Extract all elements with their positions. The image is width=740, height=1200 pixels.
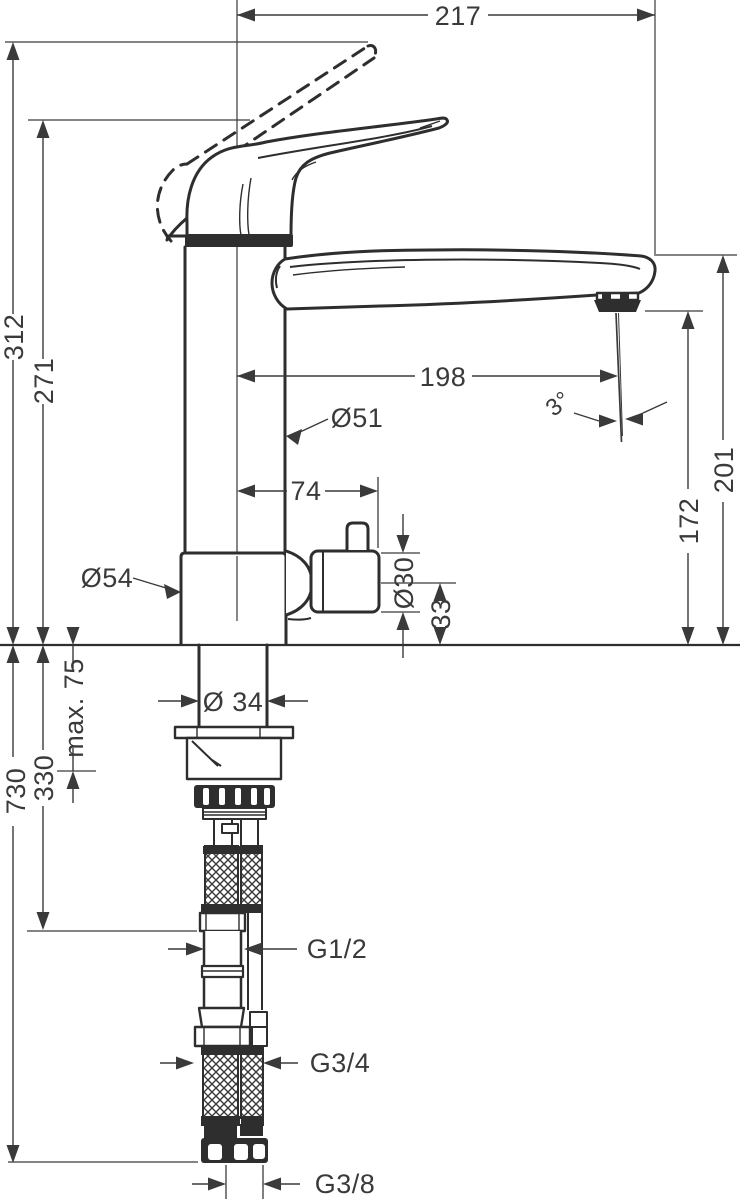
label-312: 312 bbox=[0, 314, 29, 361]
label-217: 217 bbox=[435, 1, 482, 31]
label-dia54: Ø54 bbox=[81, 563, 134, 593]
dim-body-diameter bbox=[286, 418, 329, 445]
dim-base-diameter bbox=[132, 577, 181, 599]
label-271: 271 bbox=[29, 358, 59, 405]
dim-overall-width bbox=[237, 8, 655, 22]
dim-shank-diameter bbox=[158, 694, 308, 708]
label-g12: G1/2 bbox=[307, 934, 368, 964]
dim-valve-diameter bbox=[396, 514, 410, 658]
coupling-upper bbox=[197, 1006, 246, 1029]
faucet-outline bbox=[0, 44, 740, 1163]
valve-dome bbox=[285, 549, 314, 617]
hose-hex-fitting bbox=[198, 911, 247, 933]
spout bbox=[270, 248, 657, 443]
dim-thread-g38 bbox=[192, 1177, 300, 1191]
dim-thread-g12 bbox=[168, 942, 297, 956]
dim-max-thickness bbox=[66, 627, 80, 803]
coupling-lower bbox=[193, 1025, 252, 1048]
dim-spout-top-height bbox=[716, 255, 730, 645]
label-330: 330 bbox=[29, 755, 59, 802]
water-stream bbox=[615, 312, 623, 443]
label-74: 74 bbox=[290, 476, 321, 506]
label-g34: G3/4 bbox=[310, 1048, 371, 1078]
label-172: 172 bbox=[674, 498, 704, 545]
dim-730 bbox=[6, 663, 20, 1163]
dim-height-312 bbox=[6, 42, 20, 663]
dim-valve-center-height bbox=[433, 583, 447, 645]
dim-330 bbox=[36, 663, 50, 930]
lever-handle bbox=[165, 116, 449, 247]
aerator bbox=[594, 291, 641, 312]
body-column bbox=[183, 245, 287, 555]
supply-hoses bbox=[193, 819, 268, 1163]
label-201: 201 bbox=[709, 447, 739, 494]
dim-spout-reach bbox=[237, 369, 618, 383]
label-dia30: Ø30 bbox=[389, 557, 419, 610]
label-dia34: Ø 34 bbox=[203, 687, 264, 717]
dimension-lines bbox=[6, 8, 730, 1191]
stabilizer-plate bbox=[185, 736, 283, 781]
dim-stream-angle bbox=[573, 401, 668, 428]
valve-pin bbox=[345, 521, 370, 551]
thread-collar bbox=[202, 807, 267, 820]
label-g38: G3/8 bbox=[315, 1169, 376, 1199]
dim-aerator-height bbox=[681, 311, 695, 645]
label-198: 198 bbox=[420, 362, 467, 392]
base-and-valve bbox=[179, 521, 381, 645]
label-730: 730 bbox=[1, 768, 31, 815]
handle-base-band bbox=[185, 234, 293, 247]
extension-lines bbox=[5, 0, 737, 1199]
label-3deg: 3° bbox=[541, 386, 576, 422]
valve-body bbox=[309, 549, 381, 614]
dim-thread-g34 bbox=[160, 1056, 298, 1070]
label-33: 33 bbox=[426, 598, 456, 629]
dim-height-271 bbox=[36, 120, 50, 663]
base-body bbox=[179, 551, 288, 645]
label-dia51: Ø51 bbox=[331, 403, 384, 433]
mounting-flange bbox=[173, 725, 295, 740]
mounting-shank bbox=[173, 643, 295, 820]
label-max75: max. 75 bbox=[59, 658, 89, 758]
dim-valve-offset bbox=[237, 484, 378, 498]
